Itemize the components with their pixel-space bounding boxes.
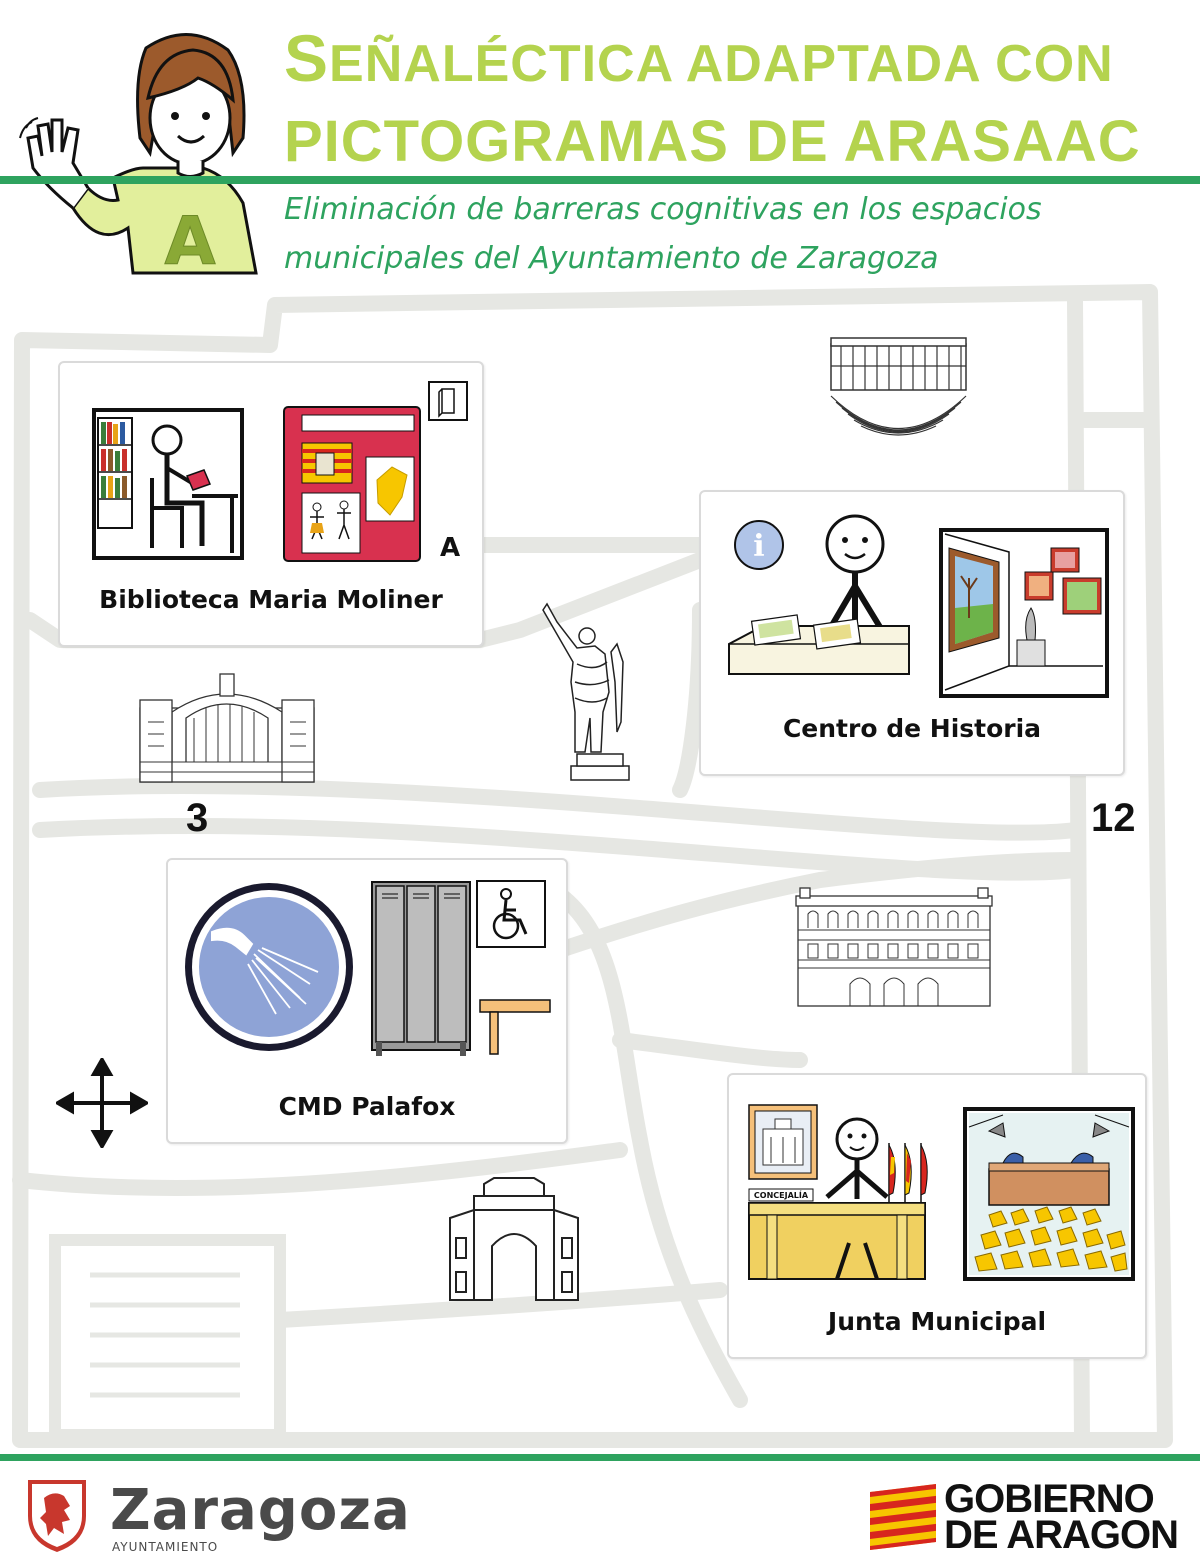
page-title-line-1: SEÑALÉCTICA ADAPTADA CON bbox=[284, 20, 1114, 96]
palace-building-icon bbox=[795, 887, 993, 1007]
gobierno-line-2: DE ARAGON bbox=[944, 1513, 1179, 1557]
red-book-icon bbox=[283, 406, 421, 562]
assembly-hall-icon bbox=[963, 1107, 1135, 1281]
title-rest: EÑALÉCTICA ADAPTADA CON bbox=[329, 35, 1114, 93]
header-rule bbox=[0, 176, 1200, 184]
subtitle-line-2: municipales del Ayuntamiento de Zaragoza bbox=[284, 241, 939, 276]
shower-icon bbox=[185, 883, 353, 1051]
avatar-letter: A bbox=[164, 203, 215, 276]
card-corner-letter: A bbox=[440, 533, 461, 563]
councillor-desk-icon: CONCEJALÍA bbox=[748, 1104, 928, 1280]
central-market-icon bbox=[139, 673, 315, 783]
zaragoza-lion-logo bbox=[28, 1480, 86, 1552]
subtitle-line-1: Eliminación de barreras cognitivas en lo… bbox=[284, 192, 1042, 227]
card-cmd-palafox[interactable]: CMD Palafox bbox=[166, 858, 568, 1144]
city-gate-icon bbox=[449, 1177, 579, 1301]
ayuntamiento-label: AYUNTAMIENTO bbox=[112, 1540, 219, 1554]
card-junta-municipal[interactable]: CONCEJALÍA Junta Municipal bbox=[727, 1073, 1147, 1359]
card-label-biblioteca: Biblioteca Maria Moliner bbox=[99, 585, 443, 614]
aragon-flag-logo bbox=[870, 1484, 936, 1550]
roman-theatre-icon bbox=[830, 337, 967, 436]
zaragoza-brand: Zaragoza bbox=[110, 1478, 411, 1543]
augustus-statue-icon bbox=[542, 602, 630, 781]
card-label-centro-historia: Centro de Historia bbox=[782, 714, 1042, 743]
move-arrows-icon bbox=[56, 1058, 148, 1148]
page-title-line-2: PICTOGRAMAS DE ARASAAC bbox=[284, 109, 1141, 174]
footer-rule bbox=[0, 1454, 1200, 1461]
avatar-girl-waving: A bbox=[19, 33, 258, 276]
card-centro-historia[interactable]: i Centro de Historia bbox=[699, 490, 1125, 776]
museum-gallery-icon bbox=[939, 528, 1109, 698]
card-biblioteca[interactable]: A Biblioteca Maria Moliner bbox=[58, 361, 484, 647]
reading-person-icon bbox=[92, 408, 244, 560]
bench-icon bbox=[479, 999, 551, 1055]
lockers-icon bbox=[371, 881, 471, 1056]
gobierno-line-1: GOBIERNO bbox=[944, 1477, 1155, 1521]
book-icon-small bbox=[428, 381, 468, 421]
concejalia-sign: CONCEJALÍA bbox=[754, 1189, 809, 1200]
map-label-3: 3 bbox=[186, 796, 209, 840]
info-glyph: i bbox=[753, 529, 764, 564]
card-label-junta-municipal: Junta Municipal bbox=[827, 1307, 1047, 1336]
wheelchair-icon bbox=[476, 880, 546, 948]
map-label-12: 12 bbox=[1091, 796, 1136, 840]
info-desk-icon: i bbox=[728, 514, 910, 675]
card-label-cmd-palafox: CMD Palafox bbox=[278, 1092, 456, 1121]
title-cap: S bbox=[284, 21, 330, 95]
